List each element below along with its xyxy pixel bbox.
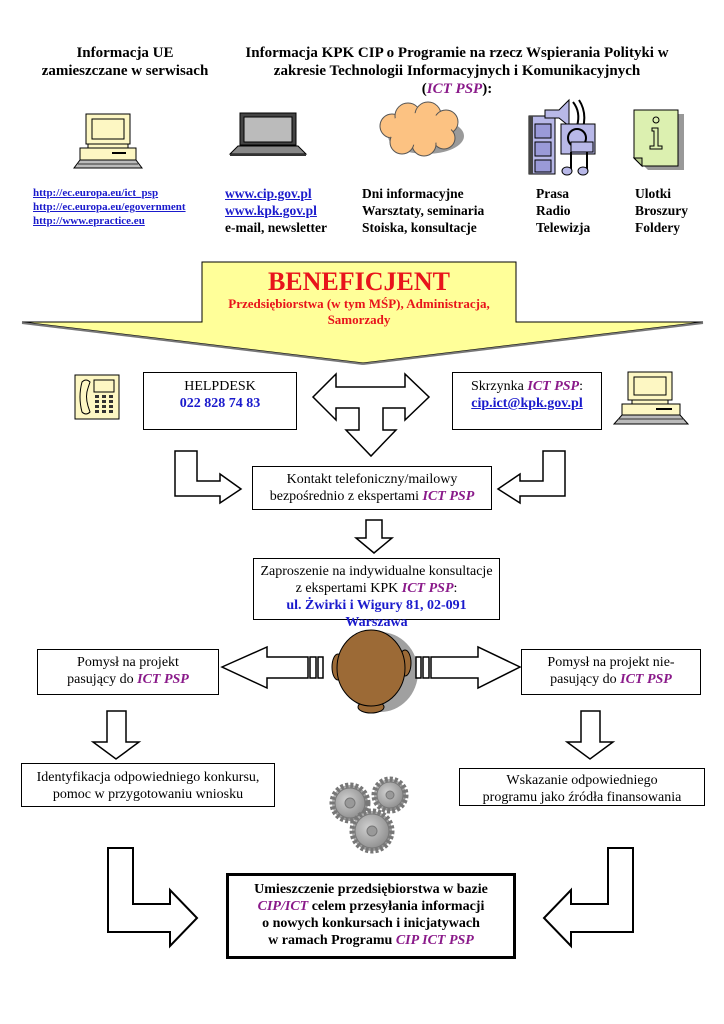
invitation-line1: Zaproszenie na indywidualne konsultacje	[260, 564, 493, 579]
info-leaflet-icon	[632, 109, 684, 170]
alternative-line2: programu jako źródła finansowania	[482, 790, 682, 805]
cip-ict-accent: CIP/ICT	[257, 899, 309, 914]
l-arrow-right	[107, 847, 199, 949]
media-item: Radio	[536, 203, 571, 218]
print-item: Broszury	[635, 203, 688, 218]
eu-link-ict-psp[interactable]: http://ec.europa.eu/ict_psp	[33, 187, 159, 199]
idea-nofit-box: Pomysł na projekt nie- pasujący do ICT P…	[521, 649, 701, 695]
contact-line1: Kontakt telefoniczny/mailowy	[286, 472, 458, 487]
identification-box: Identyfikacja odpowiedniego konkursu, po…	[21, 763, 275, 807]
arrow-right-to-nofit	[415, 645, 522, 690]
phone-icon	[74, 374, 120, 420]
mailbox-email-link[interactable]: cip.ict@kpk.gov.pl	[471, 396, 583, 411]
invitation-address: ul. Żwirki i Wigury 81, 02-091 Warszawa	[286, 598, 467, 630]
kpk-heading-line3: (ICT PSP):	[222, 80, 692, 98]
ict-psp-accent: ICT PSP	[422, 489, 475, 504]
l-arrow-left	[496, 450, 566, 505]
paren-close: ):	[482, 81, 493, 97]
media-icon	[528, 98, 596, 176]
helpdesk-label: HELPDESK	[184, 379, 256, 394]
email-newsletter-text: e-mail, newsletter	[225, 220, 327, 235]
helpdesk-phone[interactable]: 022 828 74 83	[179, 396, 261, 411]
contact-line2: bezpośrednio z ekspertami	[269, 489, 423, 504]
event-item: Dni informacyjne	[362, 186, 464, 201]
database-box: Umieszczenie przedsiębiorstwa w bazie CI…	[226, 873, 516, 959]
ict-psp-accent: ICT PSP	[137, 672, 189, 687]
identification-line1: Identyfikacja odpowiedniego konkursu,	[36, 770, 260, 785]
alternative-program-box: Wskazanie odpowiedniego programu jako źr…	[459, 768, 705, 806]
eu-heading-line1: Informacja UE	[76, 45, 174, 61]
media-item: Prasa	[536, 186, 569, 201]
ict-psp-accent: ICT PSP	[401, 581, 454, 596]
media-item: Telewizja	[536, 220, 591, 235]
mailbox-label: Skrzynka	[470, 379, 528, 394]
ict-psp-accent: ICT PSP	[426, 81, 483, 97]
helpdesk-box: HELPDESK 022 828 74 83	[143, 372, 297, 430]
event-item: Warsztaty, seminaria	[362, 203, 485, 218]
idea-fit-box: Pomysł na projekt pasujący do ICT PSP	[37, 649, 219, 695]
desktop-computer-icon	[612, 371, 690, 425]
kpk-info-heading: Informacja KPK CIP o Programie na rzecz …	[222, 44, 692, 98]
beneficiary-title: BENEFICJENT	[267, 267, 451, 296]
eu-info-heading: Informacja UE zamieszczane w serwisach	[40, 44, 210, 80]
kpk-links-list: www.cip.gov.pl www.kpk.gov.pl e-mail, ne…	[225, 185, 327, 236]
database-line3: o nowych konkursach i inicjatywach	[262, 916, 480, 931]
database-line2: celem przesyłania informacji	[308, 899, 485, 914]
cip-ict-psp-accent: CIP ICT PSP	[395, 933, 474, 948]
gears-icon	[329, 776, 409, 854]
mailbox-box: Skrzynka ICT PSP: cip.ict@kpk.gov.pl	[452, 372, 602, 430]
l-arrow-left	[542, 847, 634, 949]
media-list: Prasa Radio Telewizja	[536, 185, 590, 236]
print-list: Ulotki Broszury Foldery	[635, 185, 688, 236]
l-arrow-right	[174, 450, 243, 505]
idea-nofit-line1: Pomysł na projekt nie-	[547, 655, 675, 670]
events-list: Dni informacyjne Warsztaty, seminaria St…	[362, 185, 484, 236]
database-line1: Umieszczenie przedsiębiorstwa w bazie	[254, 882, 488, 897]
print-item: Ulotki	[635, 186, 672, 201]
kpk-heading-line1: Informacja KPK CIP o Programie na rzecz …	[245, 45, 669, 61]
eu-heading-line2: zamieszczane w serwisach	[41, 63, 209, 79]
beneficiary-subtitle-line2: Samorzady	[327, 312, 391, 327]
colon: :	[579, 379, 583, 394]
colon: :	[453, 581, 458, 596]
kpk-heading-line2: zakresie Technologii Informacyjnych i Ko…	[273, 63, 641, 79]
eu-link-epractice[interactable]: http://www.epractice.eu	[33, 215, 145, 227]
database-line4: w ramach Programu	[268, 933, 396, 948]
invitation-line2: z ekspertami KPK	[295, 581, 402, 596]
contact-box: Kontakt telefoniczny/mailowy bezpośredni…	[252, 466, 492, 510]
print-item: Foldery	[635, 220, 680, 235]
laptop-icon	[228, 112, 308, 156]
link-kpk-gov[interactable]: www.kpk.gov.pl	[225, 203, 317, 218]
eu-links-list: http://ec.europa.eu/ict_psp http://ec.eu…	[33, 186, 186, 228]
down-arrow-left	[90, 710, 142, 760]
beneficiary-block: BENEFICJENT Przedsiębiorstwa (w tym MŚP)…	[202, 268, 516, 328]
down-arrow-right	[564, 710, 616, 760]
idea-nofit-line2: pasujący do	[550, 672, 621, 687]
event-item: Stoiska, konsultacje	[362, 220, 477, 235]
ict-psp-accent: ICT PSP	[620, 672, 672, 687]
idea-fit-line1: Pomysł na projekt	[77, 655, 179, 670]
link-cip-gov[interactable]: www.cip.gov.pl	[225, 186, 312, 201]
cloud-icon	[379, 101, 464, 157]
ict-psp-accent: ICT PSP	[527, 379, 580, 394]
invitation-box: Zaproszenie na indywidualne konsultacje …	[253, 558, 500, 630]
desktop-computer-icon	[73, 113, 143, 169]
identification-line2: pomoc w przygotowaniu wniosku	[52, 787, 244, 802]
idea-fit-line2: pasujący do	[67, 672, 138, 687]
paren-open: (	[421, 81, 427, 97]
alternative-line1: Wskazanie odpowiedniego	[506, 773, 658, 788]
arrow-left-to-fit	[220, 645, 324, 690]
beneficiary-subtitle-line1: Przedsiębiorstwa (w tym MŚP), Administra…	[228, 296, 490, 311]
eu-link-egovernment[interactable]: http://ec.europa.eu/egovernment	[33, 201, 186, 213]
